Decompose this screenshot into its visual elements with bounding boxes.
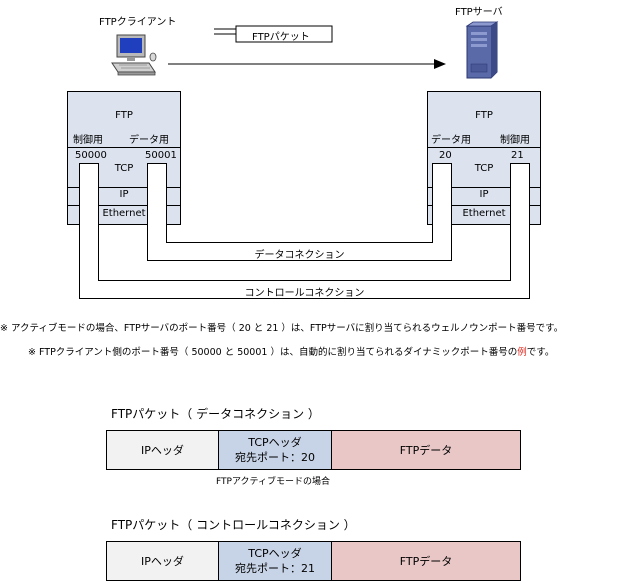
client-ip-layer: IP	[68, 187, 180, 205]
control-packet-ip-header-label: IPヘッダ	[141, 554, 184, 568]
server-tcp-label: TCP	[474, 163, 494, 174]
data-packet-dest-port: 宛先ポート：20	[235, 451, 315, 464]
data-packet-ip-header: IPヘッダ	[106, 430, 219, 470]
data-packet-title: FTPパケット（ データコネクション ）	[111, 407, 320, 421]
client-ftp-label: FTP	[115, 110, 133, 121]
client-tcp-label: TCP	[114, 163, 134, 174]
client-data-label: データ用	[129, 135, 169, 146]
pipe-joint	[80, 279, 98, 282]
server-data-pipe	[432, 163, 452, 243]
note-line-2-tail: です。	[526, 347, 555, 358]
packet-label: FTPパケット	[252, 32, 310, 43]
client-data-pipe	[147, 163, 167, 243]
data-packet-tcp-header-label: TCPヘッダ	[248, 436, 302, 449]
control-packet-payload: FTPデータ	[331, 541, 521, 581]
server-port-data: 20	[439, 150, 452, 161]
note-line-1: ※ アクティブモードの場合、FTPサーバのポート番号（ 20 と 21 ）は、F…	[0, 323, 564, 334]
data-connection-label: データコネクション	[254, 250, 345, 261]
pipe-joint	[511, 279, 529, 282]
control-packet-dest-port: 宛先ポート：21	[235, 562, 315, 575]
data-packet-tcp-header: TCPヘッダ 宛先ポート：20	[218, 430, 332, 470]
server-ip-label: IP	[479, 189, 489, 200]
note-line-2-text: ※ FTPクライアント側のポート番号（ 50000 と 50001 ）は、自動的…	[28, 347, 518, 358]
client-ip-label: IP	[119, 189, 129, 200]
transfer-arrow	[168, 59, 446, 69]
control-packet-tcp-header: TCPヘッダ 宛先ポート：21	[218, 541, 332, 581]
client-control-label: 制御用	[73, 135, 103, 146]
data-packet-payload: FTPデータ	[331, 430, 521, 470]
client-tcp-layer: 50000 50001 TCP	[68, 147, 180, 180]
control-packet-payload-label: FTPデータ	[399, 554, 453, 568]
server-label: FTPサーバ	[455, 7, 503, 18]
server-port-control: 21	[511, 150, 524, 161]
client-label: FTPクライアント	[99, 17, 177, 28]
note-line-2-highlight: 例	[517, 347, 527, 358]
data-packet-ip-header-label: IPヘッダ	[141, 443, 184, 457]
packet-symbol: FTPパケット	[214, 25, 334, 45]
control-connection: コントロールコネクション	[79, 280, 530, 299]
pipe-joint	[148, 241, 166, 244]
server-ip-layer: IP	[428, 187, 540, 205]
server-ethernet-layer: Ethernet	[428, 205, 540, 225]
server-ethernet-label: Ethernet	[462, 208, 506, 219]
client-ethernet-label: Ethernet	[102, 208, 146, 219]
pipe-joint	[433, 241, 451, 244]
data-packet-caption: FTPアクティブモードの場合	[216, 477, 330, 487]
client-port-control: 50000	[75, 150, 107, 161]
data-packet-payload-label: FTPデータ	[399, 443, 453, 457]
server-control-pipe	[510, 163, 530, 281]
server-tcp-layer: 20 21 TCP	[428, 147, 540, 180]
server-control-label: 制御用	[500, 135, 530, 146]
client-ethernet-layer: Ethernet	[68, 205, 180, 225]
control-packet-ip-header: IPヘッダ	[106, 541, 219, 581]
control-packet-tcp-header-label: TCPヘッダ	[248, 547, 302, 560]
control-packet-title: FTPパケット（ コントロールコネクション ）	[111, 518, 356, 532]
server-data-label: データ用	[431, 135, 471, 146]
data-connection: データコネクション	[147, 242, 452, 261]
client-port-data: 50001	[145, 150, 177, 161]
note-line-2: ※ FTPクライアント側のポート番号（ 50000 と 50001 ）は、自動的…	[28, 344, 554, 358]
desktop-computer-icon	[109, 34, 159, 78]
server-ftp-label: FTP	[475, 110, 493, 121]
control-connection-label: コントロールコネクション	[244, 288, 365, 299]
server-tower-icon	[463, 20, 499, 80]
client-control-pipe	[79, 163, 99, 281]
